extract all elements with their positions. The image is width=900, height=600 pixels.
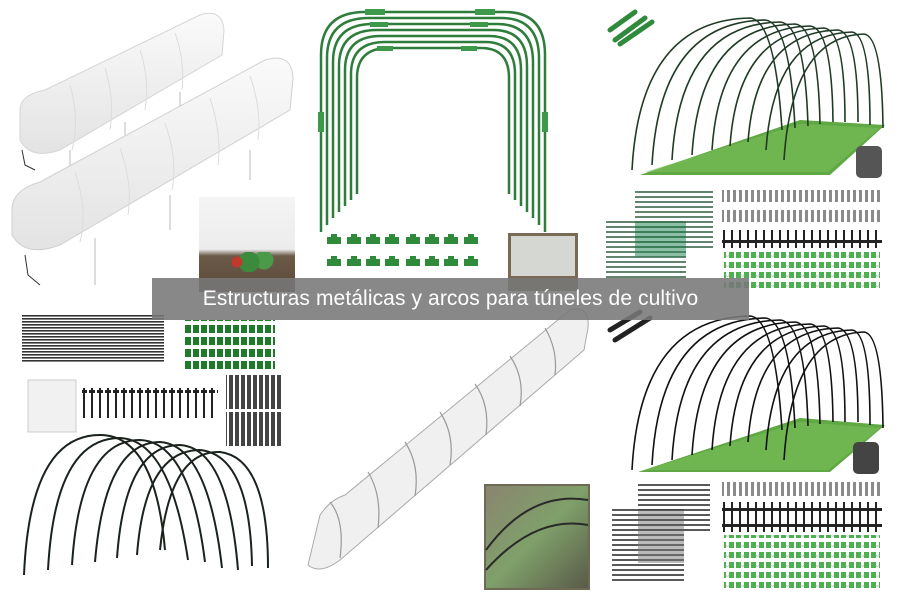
mesh-tunnel-graphic: [307, 308, 590, 590]
white-tunnel-covers-image[interactable]: [0, 0, 305, 295]
hoops-over-lettuce-black-image[interactable]: [600, 300, 900, 600]
title-banner: Estructuras metálicas y arcos para túnel…: [152, 278, 749, 320]
hoop-tunnel-black-graphic: [607, 309, 885, 590]
hoops-over-lettuce-green-image[interactable]: [600, 0, 900, 300]
tunnel-covers-graphic: [11, 12, 294, 286]
black-hoops-kit-image[interactable]: [0, 300, 300, 600]
long-mesh-tunnel-image[interactable]: [300, 300, 600, 600]
black-hoops-kit-graphic: [22, 315, 282, 576]
green-arches-graphic: [318, 9, 578, 291]
green-arch-frames-image[interactable]: [305, 0, 600, 295]
page-title: Estructuras metálicas y arcos para túnel…: [202, 287, 699, 310]
hoop-tunnel-graphic: [606, 9, 885, 292]
tomato-inset-photo: [199, 197, 295, 292]
